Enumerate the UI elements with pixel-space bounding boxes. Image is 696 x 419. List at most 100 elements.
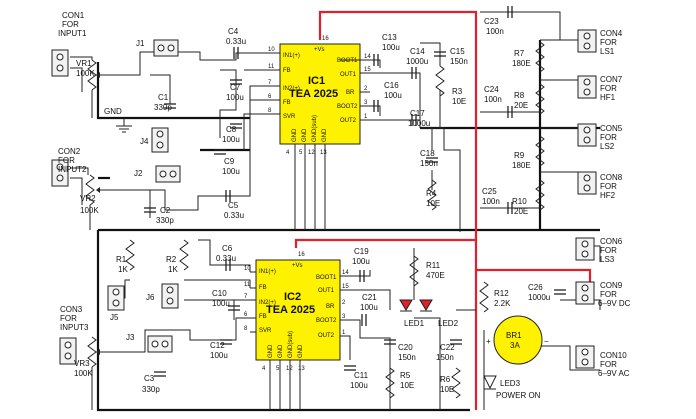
capacitor-c21: C21 100u	[360, 293, 378, 327]
c22-ref: C22	[440, 343, 455, 352]
ic1-pin-out1: OUT1	[340, 72, 357, 78]
con2-label: INPUT2	[58, 165, 87, 174]
connector-con7: CON7 FOR HF1	[577, 75, 623, 102]
capacitor-c17: C17 1000u	[408, 109, 430, 128]
ic1-pin-boot1: BOOT1	[337, 58, 358, 64]
ic2-pin-in2p: IN2(+)	[259, 300, 276, 306]
c13-value: 100u	[382, 43, 400, 52]
j2-label: J2	[134, 169, 143, 178]
c25-value: 100n	[482, 197, 500, 206]
ic2-pin-number: 2	[342, 300, 346, 306]
r12-value: 2.2K	[494, 299, 511, 308]
c14-value: 1000u	[406, 57, 428, 66]
ic2-pin-number: 14	[342, 270, 349, 276]
led2: LED2	[419, 299, 459, 328]
r6-value: 10E	[440, 385, 454, 394]
c19-value: 100u	[352, 257, 370, 266]
c2-ref: C2	[160, 206, 171, 215]
bridge-plus: +	[486, 337, 491, 346]
con8-label: FOR	[600, 182, 617, 191]
c1-ref: C1	[158, 93, 169, 102]
con5-label: CON5	[600, 124, 623, 133]
capacitor-c26: C26 1000u	[528, 283, 567, 302]
capacitor-c13: C13 100u	[373, 33, 400, 67]
resistor-r9: R9 180E	[512, 135, 545, 170]
capacitor-c7: C7 100u	[226, 79, 244, 102]
c16-value: 100u	[384, 91, 402, 100]
r5-value: 10E	[400, 381, 414, 390]
c8-value: 100u	[222, 135, 240, 144]
con8-label: CON8	[600, 173, 623, 182]
ic1-pin-number: 10	[268, 47, 275, 53]
capacitor-c20: C20 150n	[383, 339, 416, 362]
c10-ref: C10	[212, 289, 227, 298]
resistor-r12: R12 2.2K	[479, 281, 511, 313]
ic1-pin-number: 3	[364, 100, 368, 106]
c19-ref: C19	[354, 247, 369, 256]
jumper-j5: J5	[107, 285, 125, 322]
connector-con1: CON1 FOR INPUT1	[51, 11, 87, 77]
r3-ref: R3	[452, 87, 463, 96]
ic2-pin-vs: +Vs	[292, 263, 303, 269]
ic1: IC1 TEA 2025 IN1(+) FB IN2(+) FB SVR +Vs…	[258, 36, 371, 230]
c16-ref: C16	[384, 81, 399, 90]
connector-con5: CON5 FOR LS2	[577, 123, 623, 151]
c24-value: 100n	[484, 95, 502, 104]
c1-value: 330p	[154, 103, 172, 112]
capacitor-c19: C19 100u	[352, 247, 370, 283]
ic1-pin-number: 2	[364, 86, 368, 92]
con4-label: LS1	[600, 47, 615, 56]
con6-label: FOR	[600, 246, 617, 255]
ic2-pin-number: 3	[342, 314, 346, 320]
c15-value: 150n	[450, 57, 468, 66]
jumper-j3: J3	[126, 333, 173, 353]
connector-con8: CON8 FOR HF2	[577, 171, 623, 200]
capacitor-c8: C8 100u	[222, 123, 243, 144]
con4-label: CON4	[600, 29, 623, 38]
connector-con3: CON3 FOR INPUT3	[59, 305, 89, 365]
c17-value: 1000u	[408, 119, 430, 128]
ic1-pin-number: 11	[268, 64, 275, 70]
con9-label: FOR	[600, 290, 617, 299]
br1-rating: 3A	[510, 341, 520, 350]
ic2-pin-number: 15	[342, 284, 349, 290]
ic1-pin-number: 4	[286, 150, 290, 156]
r11-ref: R11	[426, 261, 441, 270]
led3: LED3 POWER ON	[483, 375, 541, 400]
r3-value: 10E	[452, 97, 466, 106]
c3-ref: C3	[144, 374, 155, 383]
c8-ref: C8	[226, 125, 237, 134]
resistor-r5: R5 10E	[385, 367, 414, 399]
jumper-j6: J6	[146, 283, 179, 309]
ic2-pin-br: BR	[326, 304, 335, 310]
con6-label: LS3	[600, 255, 615, 264]
resistor-r11: R11 470E	[409, 255, 445, 287]
ic1-pin-fb2: FB	[283, 100, 291, 106]
c26-ref: C26	[528, 283, 543, 292]
c6-ref: C6	[222, 244, 233, 253]
j6-label: J6	[146, 293, 155, 302]
con3-label: INPUT3	[60, 323, 89, 332]
con1-label: INPUT1	[58, 29, 87, 38]
ic1-pin-number: 14	[364, 54, 371, 60]
ic1-pin-number: 1	[364, 114, 368, 120]
r6-ref: R6	[440, 375, 451, 384]
r10-value: 20E	[514, 207, 528, 216]
ic1-pin-gnd-d: GND	[322, 128, 328, 142]
c11-ref: C11	[354, 371, 369, 380]
ic1-pin-number: 13	[320, 150, 327, 156]
ic1-pin-number: 15	[364, 67, 371, 73]
capacitor-c14: C14 1000u	[406, 47, 428, 80]
c10-value: 100u	[212, 299, 230, 308]
ic1-pin-number: 5	[299, 150, 303, 156]
r11-value: 470E	[426, 271, 445, 280]
con5-label: FOR	[600, 133, 617, 142]
ground-symbol: GND	[104, 107, 132, 133]
c4-ref: C4	[228, 27, 239, 36]
con6-label: CON6	[600, 237, 623, 246]
ic1-pin-fb1: FB	[283, 68, 291, 74]
r10-ref: R10	[512, 197, 527, 206]
con7-label: FOR	[600, 84, 617, 93]
capacitor-c4: C4 0.33u	[226, 27, 246, 60]
ic2-pin-fb1: FB	[259, 285, 267, 291]
